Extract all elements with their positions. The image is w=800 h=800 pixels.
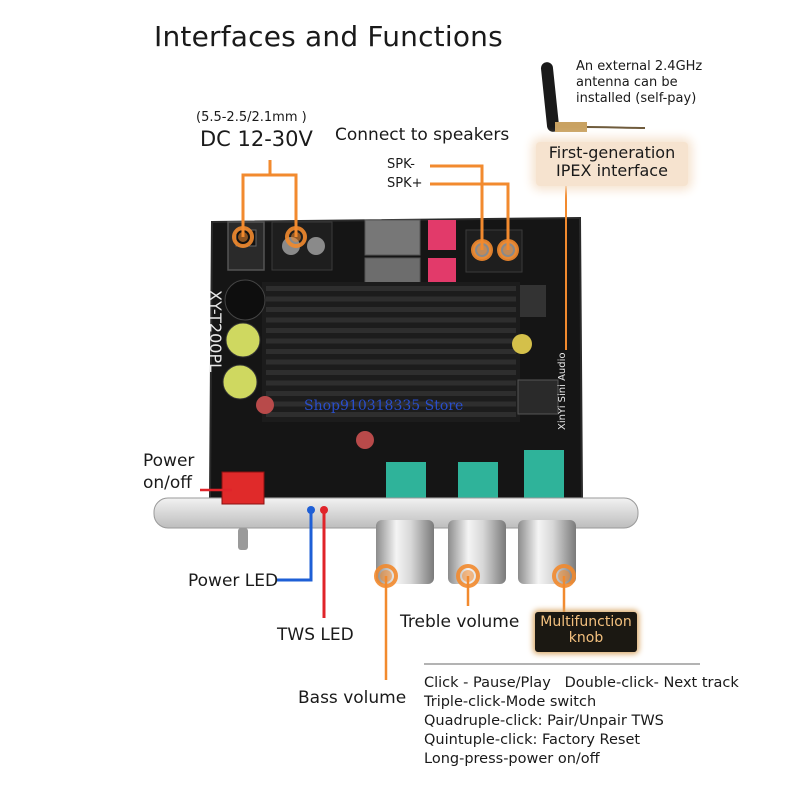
multifunction-label-box xyxy=(535,612,637,652)
heatsink-fin xyxy=(266,380,516,386)
power-led-label: Power LED xyxy=(188,571,279,591)
heatsink-fin xyxy=(266,412,516,417)
spk-pos-label: SPK+ xyxy=(387,176,423,191)
knob-functions-list: Click - Pause/Play Double-click- Next tr… xyxy=(424,674,739,769)
ipex-label-line2: IPEX interface xyxy=(556,161,668,180)
board-brand-text: XinYi Sini Audio xyxy=(557,352,568,430)
heatsink-fin xyxy=(266,370,516,375)
tws-led xyxy=(320,506,328,514)
heatsink-fin xyxy=(266,338,516,344)
callout-marker-fills xyxy=(238,232,570,582)
dc-callout-lines xyxy=(241,160,298,237)
heatsink-fin xyxy=(266,401,516,407)
heatsink-fin xyxy=(266,328,516,333)
multifunction-label: Multifunction knob xyxy=(535,614,637,646)
antenna xyxy=(540,62,646,132)
ipex-label-box xyxy=(536,142,688,186)
function-item: Click - Pause/Play Double-click- Next tr… xyxy=(424,675,739,691)
callout-markers xyxy=(232,226,576,588)
function-item: Triple-click-Mode switch xyxy=(424,694,597,710)
dc-spec-label: (5.5-2.5/2.1mm ) xyxy=(196,110,307,125)
potentiometers xyxy=(386,450,564,500)
multifunction-label-line1: Multifunction xyxy=(540,614,632,630)
power-led xyxy=(307,506,315,514)
power-switch xyxy=(221,471,265,550)
heatsink-fin xyxy=(266,391,516,396)
heatsink-fin xyxy=(266,317,516,323)
power-label-line2: on/off xyxy=(143,473,193,493)
board-model-text: XY-T200PL xyxy=(206,290,225,372)
heatsink-fin xyxy=(266,296,516,302)
antenna-note-line1: An external 2.4GHz xyxy=(576,59,703,74)
heatsink-fin xyxy=(266,286,516,291)
power-led-callout-line xyxy=(276,512,313,582)
speakers-heading: Connect to speakers xyxy=(335,125,510,145)
multifunction-label-line2: knob xyxy=(568,630,604,646)
antenna-note-line3: installed (self-pay) xyxy=(576,91,697,106)
tws-led-label: TWS LED xyxy=(277,625,354,645)
chips xyxy=(517,285,559,415)
speaker-callout-lines xyxy=(430,164,510,250)
spk-neg-label: SPK- xyxy=(387,157,415,172)
watermark-text: Shop910318335 Store xyxy=(304,398,463,414)
heatsink-fin xyxy=(266,359,516,365)
ipex-label: First-generation IPEX interface xyxy=(540,144,684,180)
page-title: Interfaces and Functions xyxy=(154,20,503,53)
bass-volume-label: Bass volume xyxy=(298,688,407,708)
treble-volume-label: Treble volume xyxy=(400,612,520,632)
power-label: Power on/off xyxy=(143,450,194,494)
heatsink xyxy=(262,282,520,422)
dc-voltage-label: DC 12-30V xyxy=(200,127,313,151)
power-label-line1: Power xyxy=(143,451,195,471)
antenna-note-line2: antenna can be xyxy=(576,75,678,90)
function-item: Long-press-power on/off xyxy=(424,751,600,767)
heatsink-fin xyxy=(266,349,516,354)
capacitors xyxy=(222,279,532,449)
ipex-label-line1: First-generation xyxy=(548,143,676,162)
heatsink-fin xyxy=(266,307,516,312)
function-item: Quintuple-click: Factory Reset xyxy=(424,732,641,748)
function-item: Quadruple-click: Pair/Unpair TWS xyxy=(424,713,664,729)
